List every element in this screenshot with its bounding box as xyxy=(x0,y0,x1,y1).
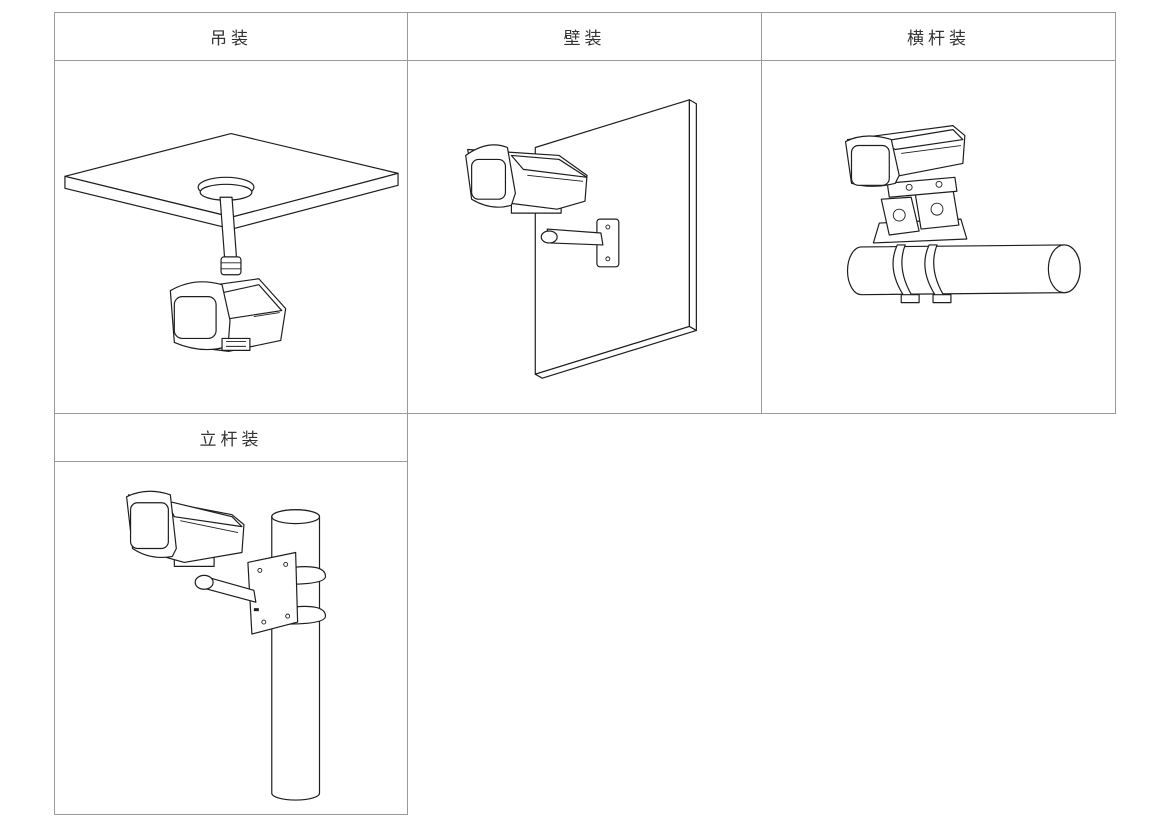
mount-title-ceiling: 吊装 xyxy=(55,13,407,61)
ceiling-mount-illustration xyxy=(55,60,407,413)
mount-cell-vertical-pole: 立杆装 xyxy=(54,413,408,815)
mount-title-wall: 壁装 xyxy=(408,13,761,61)
mount-cell-ceiling: 吊装 xyxy=(54,12,408,414)
mount-cell-wall: 壁装 xyxy=(407,12,762,414)
horizontal-pole-mount-illustration xyxy=(762,60,1115,413)
vertical-pole-mount-illustration xyxy=(55,461,407,814)
wall-mount-illustration xyxy=(408,60,761,413)
mount-title-horizontal-pole: 横杆装 xyxy=(762,13,1115,61)
mount-title-vertical-pole: 立杆装 xyxy=(55,414,407,462)
mount-cell-horizontal-pole: 横杆装 xyxy=(761,12,1116,414)
